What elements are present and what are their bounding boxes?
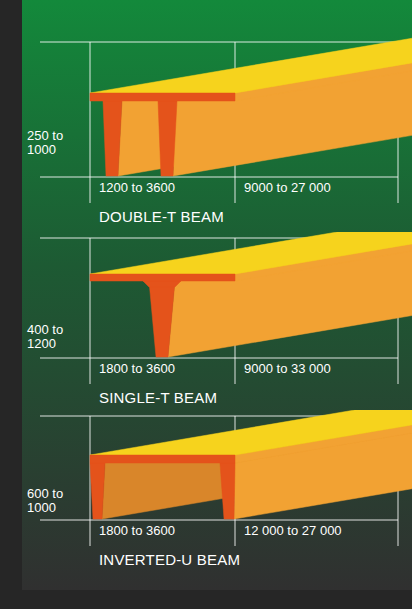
width-dimension: 1800 to 3600 xyxy=(99,524,175,538)
beam xyxy=(90,25,412,176)
beam-title: DOUBLE-T BEAM xyxy=(99,208,224,225)
grid-line xyxy=(90,416,91,546)
web-front xyxy=(90,463,105,519)
width-dimension: 1800 to 3600 xyxy=(99,362,175,376)
fillet-front xyxy=(143,281,181,287)
span-dimension: 9000 to 33 000 xyxy=(244,362,331,376)
depth-dimension: 600 to 1000 xyxy=(27,487,85,515)
depth-dimension: 400 to 1200 xyxy=(27,323,85,351)
grid-line xyxy=(40,520,398,521)
flange-top xyxy=(90,25,412,93)
grid-line xyxy=(90,42,91,203)
span-dimension: 12 000 to 27 000 xyxy=(244,524,342,538)
beam xyxy=(90,232,412,357)
beam-title: SINGLE-T BEAM xyxy=(99,389,217,406)
web-front xyxy=(158,101,177,176)
web-front xyxy=(149,281,175,357)
span-dimension: 9000 to 27 000 xyxy=(244,181,331,195)
width-dimension: 1200 to 3600 xyxy=(99,181,175,195)
grid-line xyxy=(90,238,91,384)
grid-line xyxy=(40,177,398,178)
depth-dimension: 250 to 1000 xyxy=(27,129,85,157)
flange-front xyxy=(90,93,235,101)
web-front xyxy=(103,101,122,176)
grid-line xyxy=(40,42,398,43)
beam xyxy=(90,410,412,519)
grid-line xyxy=(40,358,398,359)
flange-front xyxy=(90,455,235,463)
flange-top xyxy=(90,410,412,455)
flange-front xyxy=(90,274,235,281)
beam-title: INVERTED-U BEAM xyxy=(99,551,240,568)
web-front xyxy=(220,463,235,519)
flange-top xyxy=(90,232,412,274)
